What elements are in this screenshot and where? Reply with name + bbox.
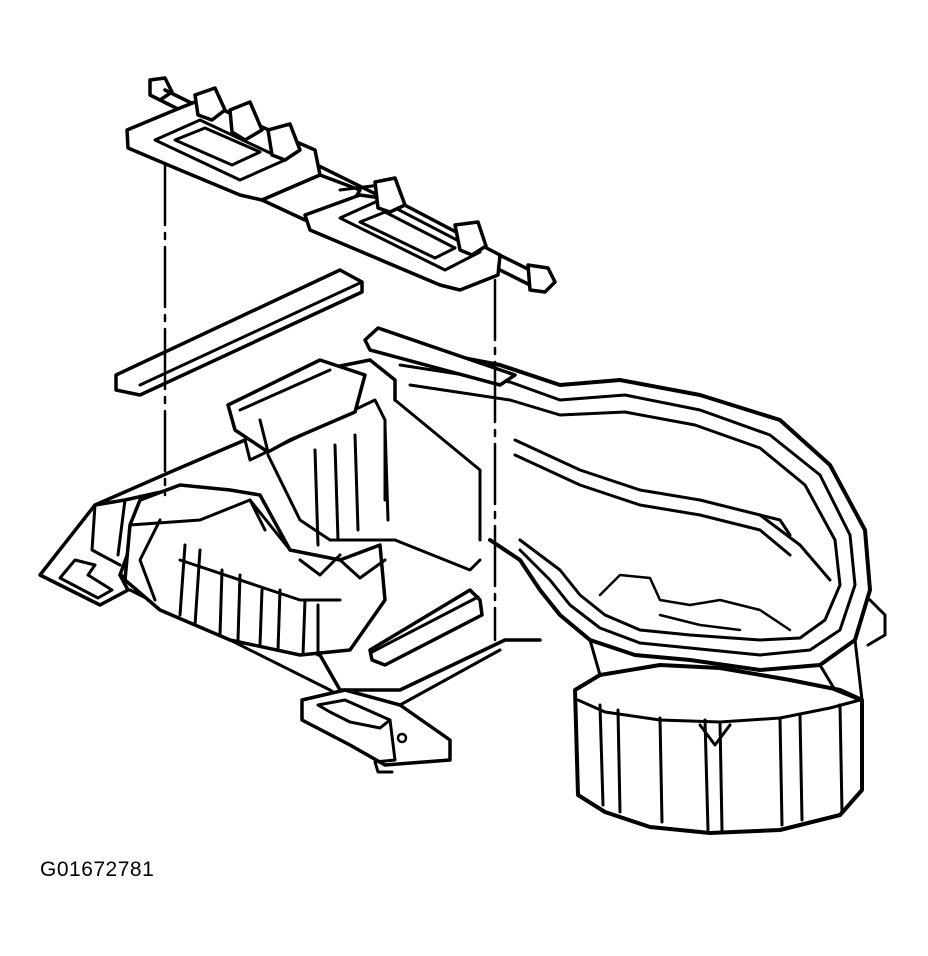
blower-motor-can — [573, 638, 864, 835]
front-right-strip — [368, 588, 484, 667]
figure-id-label: G01672781 — [40, 858, 155, 881]
exploded-strips — [114, 268, 517, 397]
ink-layer — [38, 76, 887, 835]
door-shaft-assembly — [125, 76, 557, 294]
housing-body — [38, 358, 542, 774]
alignment-lines — [163, 163, 497, 642]
